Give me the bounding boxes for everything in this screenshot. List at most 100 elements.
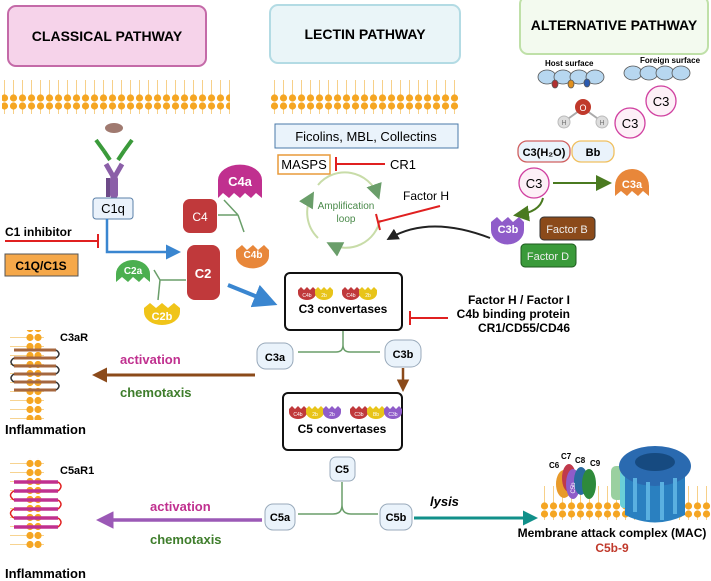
svg-text:Factor D: Factor D [527, 251, 569, 263]
c5ar1-membrane [10, 458, 44, 550]
svg-text:Bb: Bb [586, 147, 601, 159]
c3b-to-amplification-arrow [386, 225, 491, 240]
foreign-surface-label: Foreign surface [640, 56, 701, 65]
chemotaxis-label: chemotaxis [120, 385, 192, 400]
c4-split-arrow [218, 199, 245, 233]
svg-text:C3b: C3b [393, 349, 414, 361]
c5-convertases-box: C4b 2b 2b C3b Bb C3b C5 convertases [282, 392, 403, 451]
convertase-fragment-label: C3b [354, 412, 363, 418]
c2-molecule: C2 [187, 245, 220, 300]
alternative-pathway-header: ALTERNATIVE PATHWAY [519, 0, 709, 55]
svg-text:C4b: C4b [244, 250, 263, 261]
convertase-fragment-label: Bb [373, 412, 379, 418]
svg-text:C3a: C3a [265, 352, 286, 364]
c3-molecule: C3 [645, 85, 677, 117]
convertase-fragment [289, 406, 307, 419]
cr1-label: CR1 [390, 157, 416, 172]
c1q-to-c2-arrow [105, 219, 181, 260]
c2-to-c3-convertase-arrow [227, 283, 278, 308]
inflammation-label: Inflammation [5, 422, 86, 437]
c5-pill: C5 [329, 456, 356, 482]
c1q-c1s-box: C1Q/C1S [4, 253, 79, 277]
svg-text:Factor B: Factor B [546, 224, 588, 236]
convertase-fragment [359, 287, 377, 300]
svg-text:C3(H₂O): C3(H₂O) [523, 147, 566, 159]
svg-text:C1Q/C1S: C1Q/C1S [15, 259, 66, 273]
c1-inhibitor-line [5, 234, 99, 248]
convertase-fragment-label: C3b [388, 412, 397, 418]
factor-d-box: Factor D [520, 243, 577, 268]
c3ar-label: C3aR [60, 332, 88, 344]
c2b-fragment: C2b [144, 303, 180, 325]
mac-label: Membrane attack complex (MAC) [518, 526, 707, 540]
host-surface-label: Host surface [545, 59, 594, 68]
classical-pathway-header: CLASSICAL PATHWAY [7, 5, 207, 67]
convertase-fragment-label: 2b [321, 293, 327, 299]
c5a-pill: C5a [264, 503, 296, 531]
convertase-fragment [315, 287, 333, 300]
c3a-pill: C3a [256, 342, 294, 370]
svg-text:C4a: C4a [228, 174, 253, 189]
convertase-fragment-label: C4b [293, 412, 302, 418]
c3b-pill: C3b [384, 339, 422, 368]
factor-b-box: Factor B [539, 216, 596, 241]
c2a-fragment: C2a [116, 260, 150, 282]
svg-text:C7: C7 [561, 452, 572, 461]
svg-text:C3b: C3b [498, 224, 519, 236]
svg-text:C3: C3 [622, 116, 639, 131]
chemotaxis-label: chemotaxis [150, 532, 222, 547]
alternative-pathway-title: ALTERNATIVE PATHWAY [531, 17, 698, 33]
c5b-pill: C5b [379, 503, 413, 531]
antibody-c1-complex-icon [94, 123, 134, 198]
c3-molecule: C3 [518, 167, 550, 199]
amplification-loop: Amplification loop [299, 171, 382, 257]
convertase-fragment [298, 287, 316, 300]
factor-h-inhibit-line [375, 205, 441, 231]
lectin-pathway-header: LECTIN PATHWAY [269, 4, 461, 64]
c3b-fragment: C3b [491, 217, 524, 245]
svg-text:C2a: C2a [124, 266, 143, 277]
mac-components-icon: C5b C6 C7 C8 C9 [549, 452, 601, 499]
svg-text:C5a: C5a [270, 512, 291, 524]
convertase-fragment [342, 287, 360, 300]
activation-label: activation [150, 499, 211, 514]
inflammation-label: Inflammation [5, 566, 86, 581]
c3h2o-box: C3(H₂O) [517, 140, 571, 163]
svg-text:C3: C3 [526, 176, 543, 191]
bb-box: Bb [571, 140, 615, 163]
svg-text:C8: C8 [575, 456, 586, 465]
cr1-inhibit-line [335, 157, 385, 171]
mac-pore-icon [611, 446, 691, 523]
factor-h-label: Factor H [403, 189, 449, 203]
svg-text:C2: C2 [195, 266, 212, 281]
svg-text:O: O [579, 103, 586, 113]
svg-text:Amplification: Amplification [318, 201, 375, 212]
c4b-fragment: C4b [236, 245, 269, 269]
c1q-box: C1q [92, 197, 134, 220]
regulator-label: Factor H / Factor I [468, 293, 570, 307]
convertase-fragment [367, 406, 385, 419]
c5ar1-receptor-icon [9, 480, 62, 529]
ficolins-box: Ficolins, MBL, Collectins [274, 123, 459, 149]
c5ar1-label: C5aR1 [60, 465, 94, 477]
activation-label: activation [120, 352, 181, 367]
svg-text:C5b: C5b [571, 482, 577, 494]
svg-text:C3: C3 [653, 94, 670, 109]
mac-sublabel: C5b-9 [595, 541, 629, 555]
svg-text:C4: C4 [192, 210, 208, 224]
water-molecule-icon: O H H [557, 99, 609, 129]
svg-text:C5 convertases: C5 convertases [298, 422, 387, 436]
convertase-fragment-label: 2b [312, 412, 318, 418]
convertase-fragment [384, 406, 402, 419]
convertase-fragment-label: 2b [365, 293, 371, 299]
svg-text:C6: C6 [549, 461, 560, 470]
regulators-inhibit-line [409, 311, 448, 325]
masps-box: MASPS [277, 154, 331, 175]
convertase-fragment [323, 406, 341, 419]
convertase-fragment-label: 2b [329, 412, 335, 418]
regulator-label: C4b binding protein [457, 307, 570, 321]
svg-text:MASPS: MASPS [281, 157, 327, 172]
lectin-pathway-title: LECTIN PATHWAY [304, 26, 426, 42]
